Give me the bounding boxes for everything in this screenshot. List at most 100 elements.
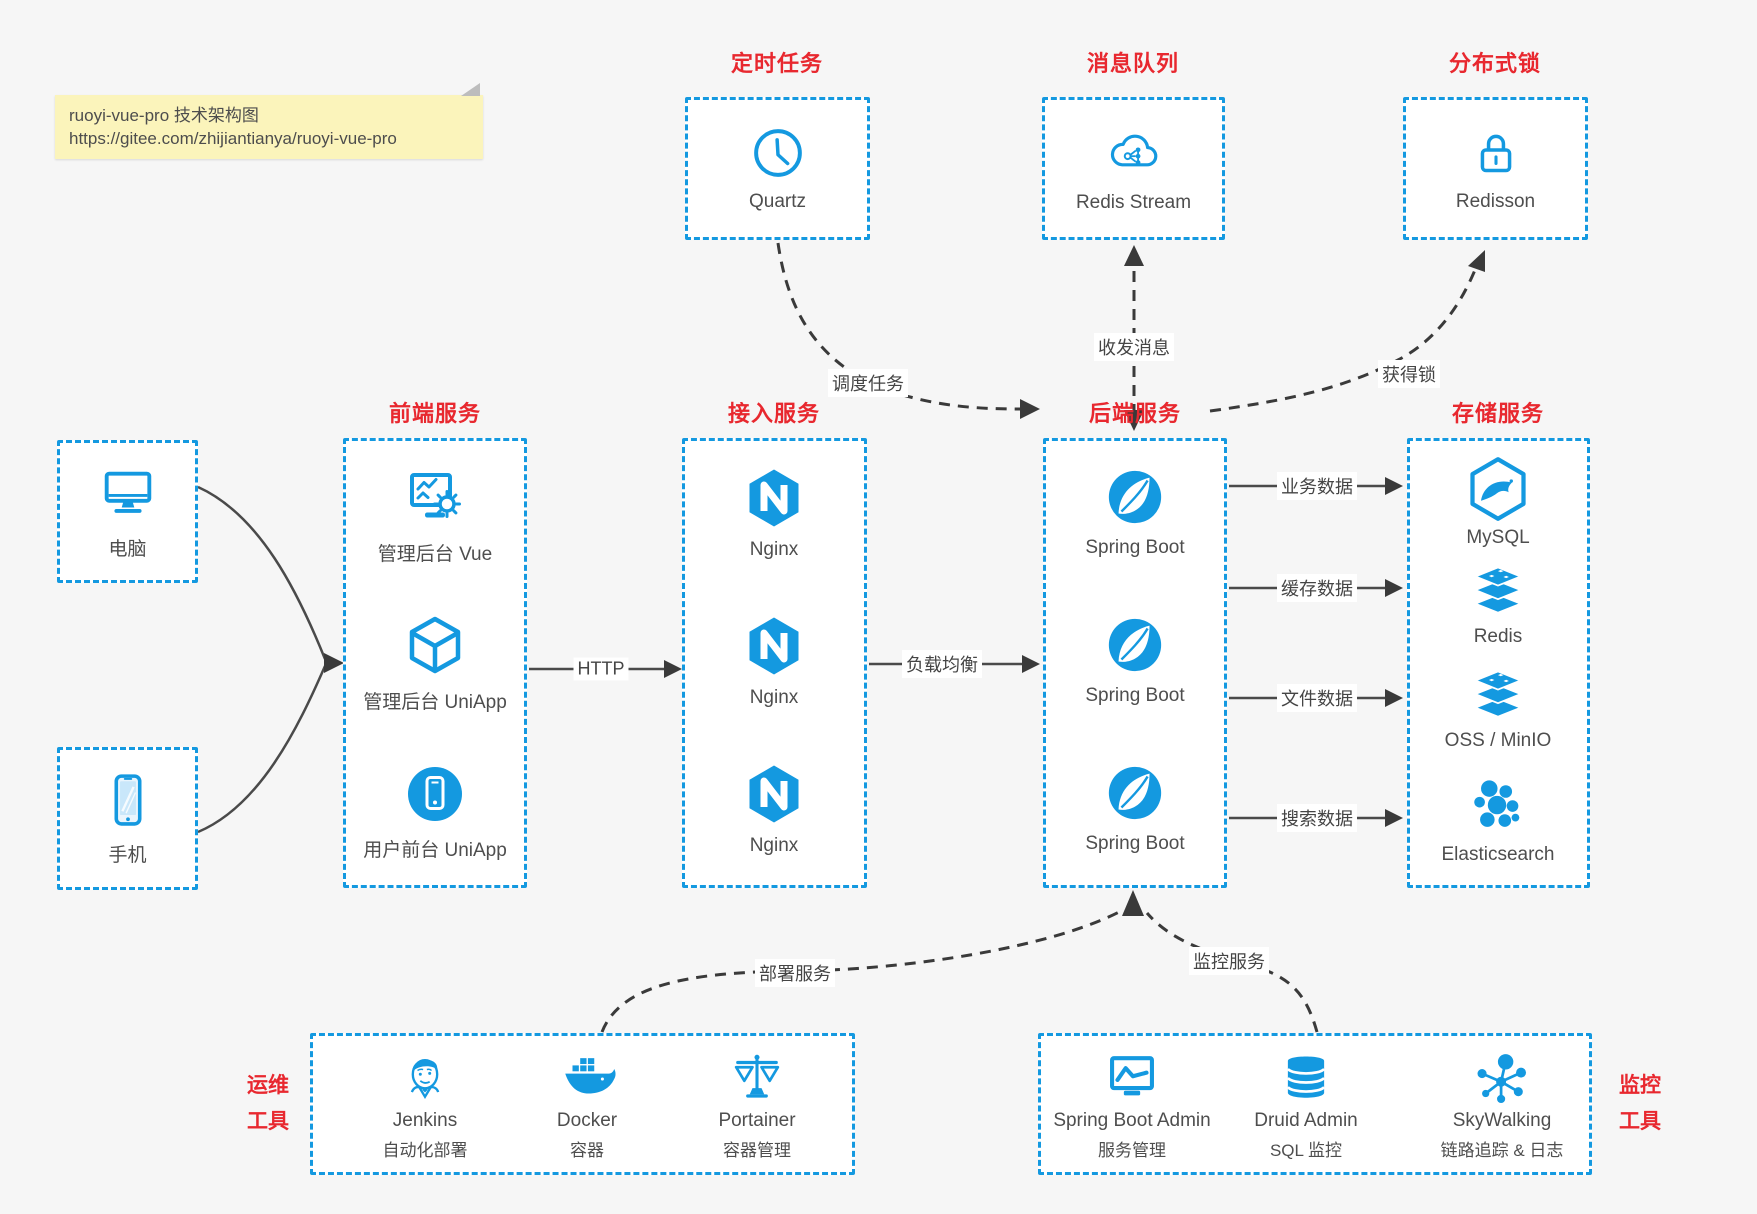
portainer-icon (728, 1050, 786, 1108)
monitor-item-druid-admin: Druid Admin SQL 监控 (1211, 1050, 1401, 1161)
nginx-icon (742, 614, 806, 678)
skywalking-icon (1473, 1050, 1531, 1108)
edge-label-load-balance: 负载均衡 (902, 650, 982, 678)
admin-vue-icon (403, 466, 467, 530)
group-title-access: 接入服务 (727, 401, 820, 426)
nginx-icon (742, 466, 806, 530)
item-sublabel: SQL 监控 (1269, 1141, 1343, 1160)
item-label: Spring Boot (1085, 685, 1185, 706)
edge-label-deploy: 部署服务 (755, 959, 835, 987)
ops-item-jenkins: Jenkins 自动化部署 (330, 1048, 520, 1161)
arrowhead-lock (1468, 250, 1485, 272)
item-label: Elasticsearch (1441, 844, 1555, 865)
item-sublabel: 服务管理 (1098, 1141, 1166, 1160)
ops-item-docker: Docker 容器 (492, 1050, 682, 1161)
oss-stack-icon (1469, 666, 1527, 724)
item-label: SkyWalking (1452, 1110, 1552, 1131)
item-label: Docker (556, 1110, 618, 1131)
ops-tools-box (310, 1033, 855, 1175)
arrowhead-search (1385, 809, 1403, 827)
edge-label-lock: 获得锁 (1378, 360, 1440, 388)
monitor-title-line-2: 工具 (1619, 1110, 1661, 1133)
edge-label-cache-data: 缓存数据 (1277, 574, 1357, 602)
frontend-item-user-uniapp: 用户前台 UniApp (340, 762, 530, 862)
group-title-distributed-lock: 分布式锁 (1448, 51, 1541, 76)
desktop-icon (97, 462, 159, 524)
note-title: ruoyi-vue-pro 技术架构图 (69, 106, 259, 125)
druid-icon (1277, 1050, 1335, 1108)
group-title-frontend: 前端服务 (388, 401, 481, 426)
group-title-storage: 存储服务 (1451, 401, 1544, 426)
ops-title-line-2: 工具 (247, 1110, 289, 1133)
sticky-note: ruoyi-vue-pro 技术架构图 https://gitee.com/zh… (55, 83, 483, 159)
nginx-icon (742, 762, 806, 826)
edge-label-file-data: 文件数据 (1277, 684, 1357, 712)
note-fold-corner (461, 83, 480, 96)
quartz-label: Quartz (748, 190, 807, 212)
phone-label: 手机 (108, 845, 147, 866)
item-label: Nginx (749, 539, 799, 560)
backend-item-spring-boot-3: Spring Boot (1040, 762, 1230, 855)
group-title-scheduled-tasks: 定时任务 (730, 51, 823, 76)
jenkins-icon (395, 1048, 455, 1108)
item-label: MySQL (1466, 527, 1530, 548)
phone-icon (98, 770, 158, 830)
redis-stream-label: Redis Stream (1075, 191, 1192, 213)
desktop-client-box: 电脑 (57, 440, 198, 583)
redisson-box: Redisson (1403, 97, 1588, 240)
mysql-icon (1464, 455, 1532, 523)
group-title-backend: 后端服务 (1088, 401, 1181, 426)
elasticsearch-icon (1467, 776, 1529, 838)
spring-boot-icon (1104, 614, 1166, 676)
frontend-item-admin-vue: 管理后台 Vue (340, 466, 530, 566)
arrowhead-messages-up (1124, 245, 1144, 266)
note-url: https://gitee.com/zhijiantianya/ruoyi-vu… (69, 129, 397, 148)
desktop-label: 电脑 (108, 539, 147, 560)
storage-item-elasticsearch: Elasticsearch (1403, 776, 1593, 866)
item-label: Portainer (718, 1110, 796, 1131)
edge-phone-to-frontend (197, 665, 327, 834)
item-label: Jenkins (392, 1110, 458, 1131)
user-app-icon (403, 762, 467, 826)
monitor-item-spring-boot-admin: Spring Boot Admin 服务管理 (1037, 1050, 1227, 1161)
arrowhead-backend-bottom (1122, 890, 1144, 916)
cloud-stream-icon (1105, 124, 1163, 182)
item-label: Spring Boot Admin (1053, 1110, 1211, 1131)
backend-item-spring-boot-2: Spring Boot (1040, 614, 1230, 707)
storage-item-oss-minio: OSS / MinIO (1403, 666, 1593, 752)
access-item-nginx-3: Nginx (679, 762, 869, 857)
arrowhead-load-balance (1022, 655, 1040, 673)
ops-item-portainer: Portainer 容器管理 (662, 1050, 852, 1161)
item-label: OSS / MinIO (1444, 730, 1552, 751)
group-title-message-queue: 消息队列 (1086, 51, 1179, 76)
ops-tools-title: 运维 工具 (232, 1068, 304, 1140)
item-label: 用户前台 UniApp (363, 840, 507, 861)
edge-label-http: HTTP (573, 657, 629, 681)
spring-boot-icon (1104, 762, 1166, 824)
docker-icon (558, 1050, 616, 1108)
redis-stream-box: Redis Stream (1042, 97, 1225, 240)
frontend-item-admin-uniapp: 管理后台 UniApp (340, 614, 530, 714)
item-sublabel: 容器管理 (723, 1141, 791, 1160)
edge-desktop-to-frontend (197, 485, 327, 660)
redisson-label: Redisson (1455, 190, 1536, 212)
spring-boot-icon (1104, 466, 1166, 528)
clock-icon (750, 125, 806, 181)
item-label: Nginx (749, 835, 799, 856)
monitor-item-skywalking: SkyWalking 链路追踪 & 日志 (1407, 1050, 1597, 1161)
storage-item-mysql: MySQL (1403, 455, 1593, 549)
quartz-box: Quartz (685, 97, 870, 240)
arrowhead-business (1385, 477, 1403, 495)
item-sublabel: 自动化部署 (382, 1141, 468, 1160)
edge-lock (1209, 264, 1479, 413)
edge-label-monitor: 监控服务 (1189, 947, 1269, 975)
access-item-nginx-1: Nginx (679, 466, 869, 561)
item-label: Nginx (749, 687, 799, 708)
redis-stack-icon (1469, 562, 1527, 620)
uniapp-cube-icon (403, 614, 467, 678)
edge-label-schedule: 调度任务 (828, 369, 908, 397)
edge-label-search-data: 搜索数据 (1277, 804, 1357, 832)
item-label: Spring Boot (1085, 537, 1185, 558)
item-sublabel: 链路追踪 & 日志 (1440, 1141, 1564, 1160)
